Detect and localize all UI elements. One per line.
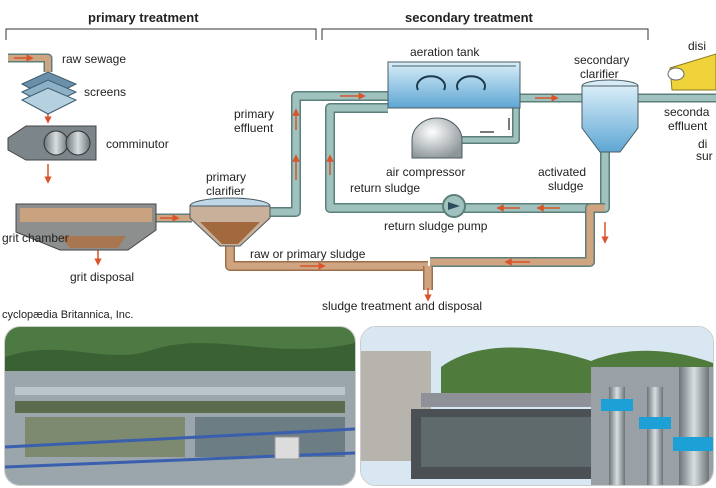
secondary-bracket: [321, 28, 649, 40]
aeration-tank-label: aeration tank: [410, 45, 480, 59]
comminutor-label: comminutor: [106, 137, 169, 151]
treatment-plant-photo-left: [4, 326, 356, 486]
air-compressor-unit: [411, 117, 510, 159]
primary-bracket: [5, 28, 317, 40]
disinfection-label-1: disi: [688, 39, 706, 53]
secondary-treatment-header: secondary treatment: [405, 10, 534, 25]
grit-chamber-unit: [15, 203, 157, 251]
aeration-tank-unit: [387, 61, 521, 109]
grit-disposal-label: grit disposal: [70, 270, 134, 284]
primary-effluent-label-1: primary: [234, 107, 274, 121]
credit-label: cyclopædia Britannica, Inc.: [2, 309, 133, 321]
disinfection-label-3: sur: [696, 149, 713, 163]
disinfection-unit: [667, 53, 716, 91]
screens-label: screens: [84, 85, 126, 99]
sludge-treatment-label: sludge treatment and disposal: [322, 299, 482, 313]
secondary-effluent-label-2: effluent: [668, 119, 708, 133]
screens-unit: [20, 71, 78, 115]
section-headers: primary treatment secondary treatment: [5, 10, 649, 40]
return-sludge-label: return sludge: [350, 181, 420, 195]
secondary-effluent-label-1: seconda: [664, 105, 710, 119]
primary-clarifier-label-2: clarifier: [206, 184, 245, 198]
secondary-clarifier-label-2: clarifier: [580, 67, 619, 81]
return-sludge-pump-unit: [442, 194, 466, 218]
primary-clarifier-unit: [189, 197, 271, 247]
comminutor-unit: [7, 125, 97, 161]
activated-sludge-label-1: activated: [538, 165, 586, 179]
activated-sludge-label-2: sludge: [548, 179, 584, 193]
flow-arrows: [14, 54, 609, 302]
raw-or-primary-sludge-label: raw or primary sludge: [250, 247, 366, 261]
air-compressor-label: air compressor: [386, 165, 465, 179]
disinfection-label-2: di: [698, 137, 707, 151]
secondary-clarifier-label-1: secondary: [574, 53, 629, 67]
treatment-plant-photo-right: [360, 326, 714, 486]
secondary-clarifier-unit: [581, 79, 639, 153]
return-sludge-pump-label: return sludge pump: [384, 219, 488, 233]
primary-treatment-header: primary treatment: [88, 10, 199, 25]
raw-sewage-label: raw sewage: [62, 52, 126, 66]
diagram-labels: raw sewage screens comminutor grit chamb…: [2, 39, 713, 321]
grit-chamber-label: grit chamber: [2, 231, 69, 245]
primary-effluent-label-2: effluent: [234, 121, 274, 135]
primary-clarifier-label-1: primary: [206, 170, 246, 184]
